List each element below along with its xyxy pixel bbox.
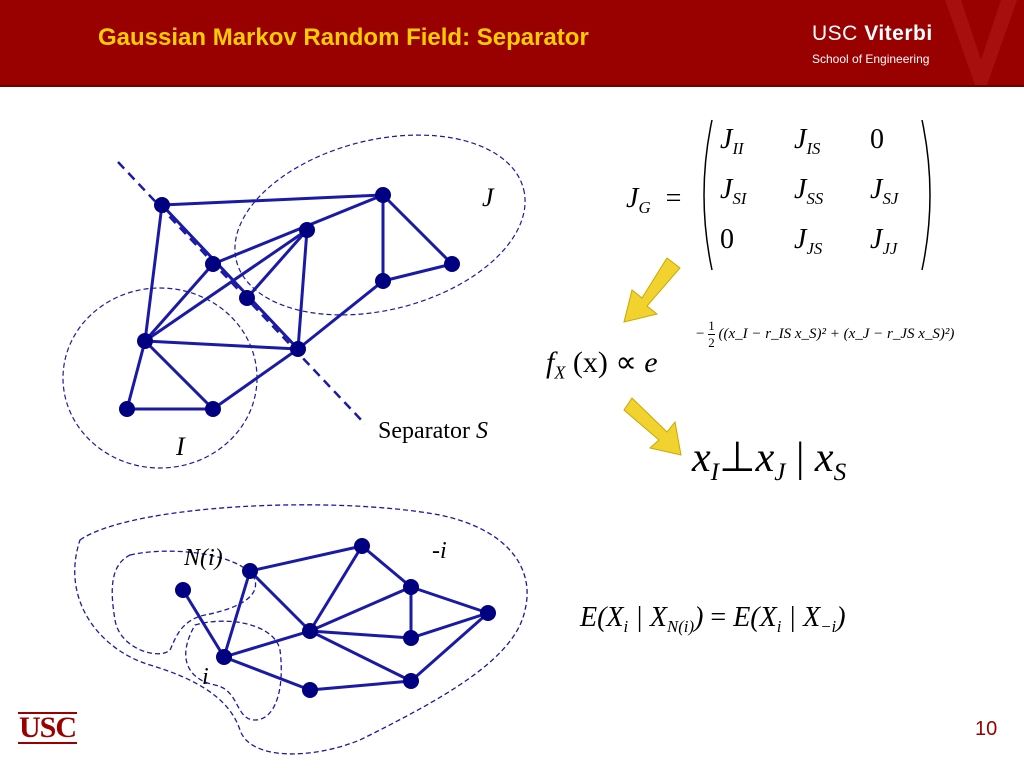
conditional-independence: xI⊥xJ | xS xyxy=(692,435,847,486)
region-I xyxy=(62,287,258,469)
arrow-down-icon xyxy=(623,257,681,323)
logo-usc-text: USC xyxy=(812,22,858,45)
bottom-graph-nodes xyxy=(175,538,496,698)
label-i: i xyxy=(202,664,209,690)
region-i xyxy=(185,620,282,721)
graph-node xyxy=(375,187,391,203)
top-graph-edges xyxy=(125,193,454,411)
graph-node xyxy=(175,582,191,598)
matrix-cell: JSJ xyxy=(870,174,899,208)
slide-title: Gaussian Markov Random Field: Separator xyxy=(98,24,589,51)
arrow-right-icon xyxy=(623,397,682,456)
label-N-i: N(i) xyxy=(184,545,223,571)
graph-node xyxy=(403,630,419,646)
graph-node xyxy=(137,333,153,349)
matrix-cell: 0 xyxy=(720,224,734,255)
top-graph-nodes xyxy=(119,187,460,417)
label-J: J xyxy=(482,183,494,212)
matrix-right-paren xyxy=(921,119,931,271)
region-N-i xyxy=(111,550,257,655)
graph-node xyxy=(242,563,258,579)
region-minus-i xyxy=(74,504,528,755)
graph-node xyxy=(444,256,460,272)
region-J xyxy=(234,134,526,316)
separator-label: Separator S xyxy=(378,418,488,444)
fraction-half: 1 2 xyxy=(708,318,715,350)
graph-node xyxy=(403,579,419,595)
logo-viterbi-text: Viterbi xyxy=(864,22,933,45)
usc-footer-logo: USC xyxy=(18,711,77,744)
graph-node xyxy=(375,273,391,289)
matrix-lhs: JG = xyxy=(626,183,682,217)
graph-node xyxy=(119,401,135,417)
matrix-cell: 0 xyxy=(870,124,884,155)
matrix-cell: JJJ xyxy=(870,224,898,258)
graph-node xyxy=(302,682,318,698)
density-lhs: fX (x) ∝ e xyxy=(546,346,658,383)
graph-node xyxy=(354,538,370,554)
graph-node xyxy=(205,256,221,272)
header-bar xyxy=(0,0,1024,85)
graph-node xyxy=(299,222,315,238)
graph-node xyxy=(205,401,221,417)
label-I: I xyxy=(176,432,185,461)
matrix-cell: JIS xyxy=(794,124,821,158)
graph-node xyxy=(403,673,419,689)
matrix-cell: JSS xyxy=(794,174,824,208)
density-exponent: − 1 2 ((x_I − r_IS x_S)² + (x_J − r_JS x… xyxy=(696,318,955,350)
graph-node xyxy=(154,197,170,213)
graph-node xyxy=(480,605,496,621)
header-divider xyxy=(0,85,1024,87)
usc-viterbi-logo: USC Viterbi xyxy=(812,22,933,46)
viterbi-v-icon xyxy=(945,0,1017,85)
expectation-equation: E(Xi | XN(i)) = E(Xi | X−i) xyxy=(580,602,846,636)
graph-node xyxy=(290,341,306,357)
page-number: 10 xyxy=(975,718,998,740)
graph-node xyxy=(239,290,255,306)
label-minus-i: -i xyxy=(432,538,447,564)
bottom-graph-edges xyxy=(181,544,489,692)
graph-node xyxy=(302,623,318,639)
matrix-cell: JJS xyxy=(794,224,823,258)
matrix-cell: JII xyxy=(720,124,744,158)
logo-school-text: School of Engineering xyxy=(812,52,930,66)
matrix-cell: JSI xyxy=(720,174,747,208)
matrix-left-paren xyxy=(703,119,713,271)
diagram-canvas xyxy=(62,119,931,755)
graph-node xyxy=(216,649,232,665)
